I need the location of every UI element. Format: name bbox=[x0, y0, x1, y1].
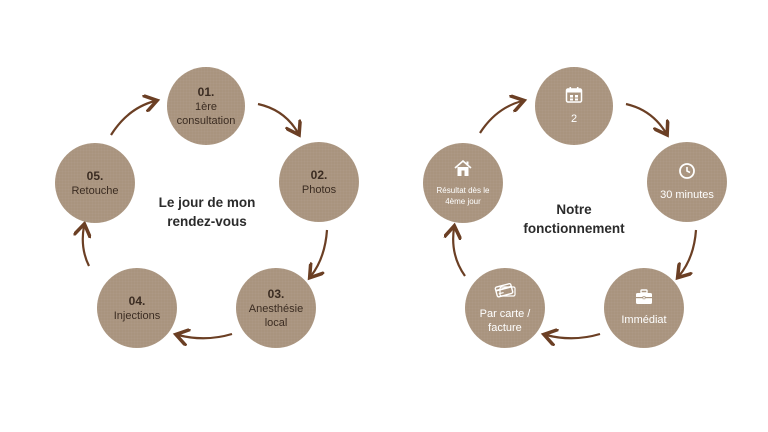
step-label: 1ère consultation bbox=[176, 100, 236, 127]
arrow-01-02 bbox=[257, 102, 298, 133]
step-immediat: Immédiat bbox=[604, 268, 684, 348]
step-payment: Par carte / facture bbox=[465, 268, 545, 348]
clock-icon bbox=[678, 162, 696, 185]
briefcase-icon bbox=[635, 289, 653, 310]
calendar-icon bbox=[565, 86, 583, 109]
step-01-consultation: 01. 1ère consultation bbox=[167, 67, 245, 145]
arrow-05-01 bbox=[110, 101, 155, 136]
arrow-r2-r3 bbox=[679, 229, 698, 276]
arrow-03-04 bbox=[178, 334, 233, 338]
step-02-photos: 02. Photos bbox=[279, 142, 359, 222]
arrow-r3-r4 bbox=[546, 334, 601, 338]
arrow-02-03 bbox=[311, 229, 329, 276]
step-number: 02. bbox=[310, 167, 328, 182]
step-label: Anesthésie local bbox=[248, 302, 304, 329]
step-number: 04. bbox=[128, 293, 146, 308]
step-04-injections: 04. Injections bbox=[97, 268, 177, 348]
arrow-r4-r5 bbox=[453, 228, 466, 277]
step-03-anesthesie: 03. Anesthésie local bbox=[236, 268, 316, 348]
step-label: Injections bbox=[113, 309, 161, 322]
step-number: 01. bbox=[197, 84, 215, 99]
step-05-retouche: 05. Retouche bbox=[55, 143, 135, 223]
step-resultat: Résultat dès le 4ème jour bbox=[423, 143, 503, 223]
step-number: 05. bbox=[86, 168, 104, 183]
step-label: Immédiat bbox=[621, 314, 667, 326]
home-icon bbox=[454, 159, 472, 182]
step-label: Par carte / facture bbox=[479, 308, 531, 334]
credit-card-icon bbox=[494, 281, 516, 304]
arrow-r1-r2 bbox=[625, 102, 666, 133]
step-duration: 30 minutes bbox=[647, 142, 727, 222]
arrow-04-05 bbox=[83, 226, 89, 267]
step-label: Résultat dès le 4ème jour bbox=[436, 185, 490, 206]
step-number: 03. bbox=[267, 286, 285, 301]
step-label: 30 minutes bbox=[660, 189, 714, 201]
right-cycle-title: Notre fonctionnement bbox=[523, 202, 625, 236]
arrow-r5-r1 bbox=[479, 101, 522, 134]
step-calendar: 2 bbox=[535, 67, 613, 145]
step-label: Retouche bbox=[71, 184, 119, 197]
left-cycle-title: Le jour de mon rendez-vous bbox=[158, 195, 256, 229]
step-label: 2 bbox=[570, 113, 578, 125]
step-label: Photos bbox=[301, 183, 337, 196]
